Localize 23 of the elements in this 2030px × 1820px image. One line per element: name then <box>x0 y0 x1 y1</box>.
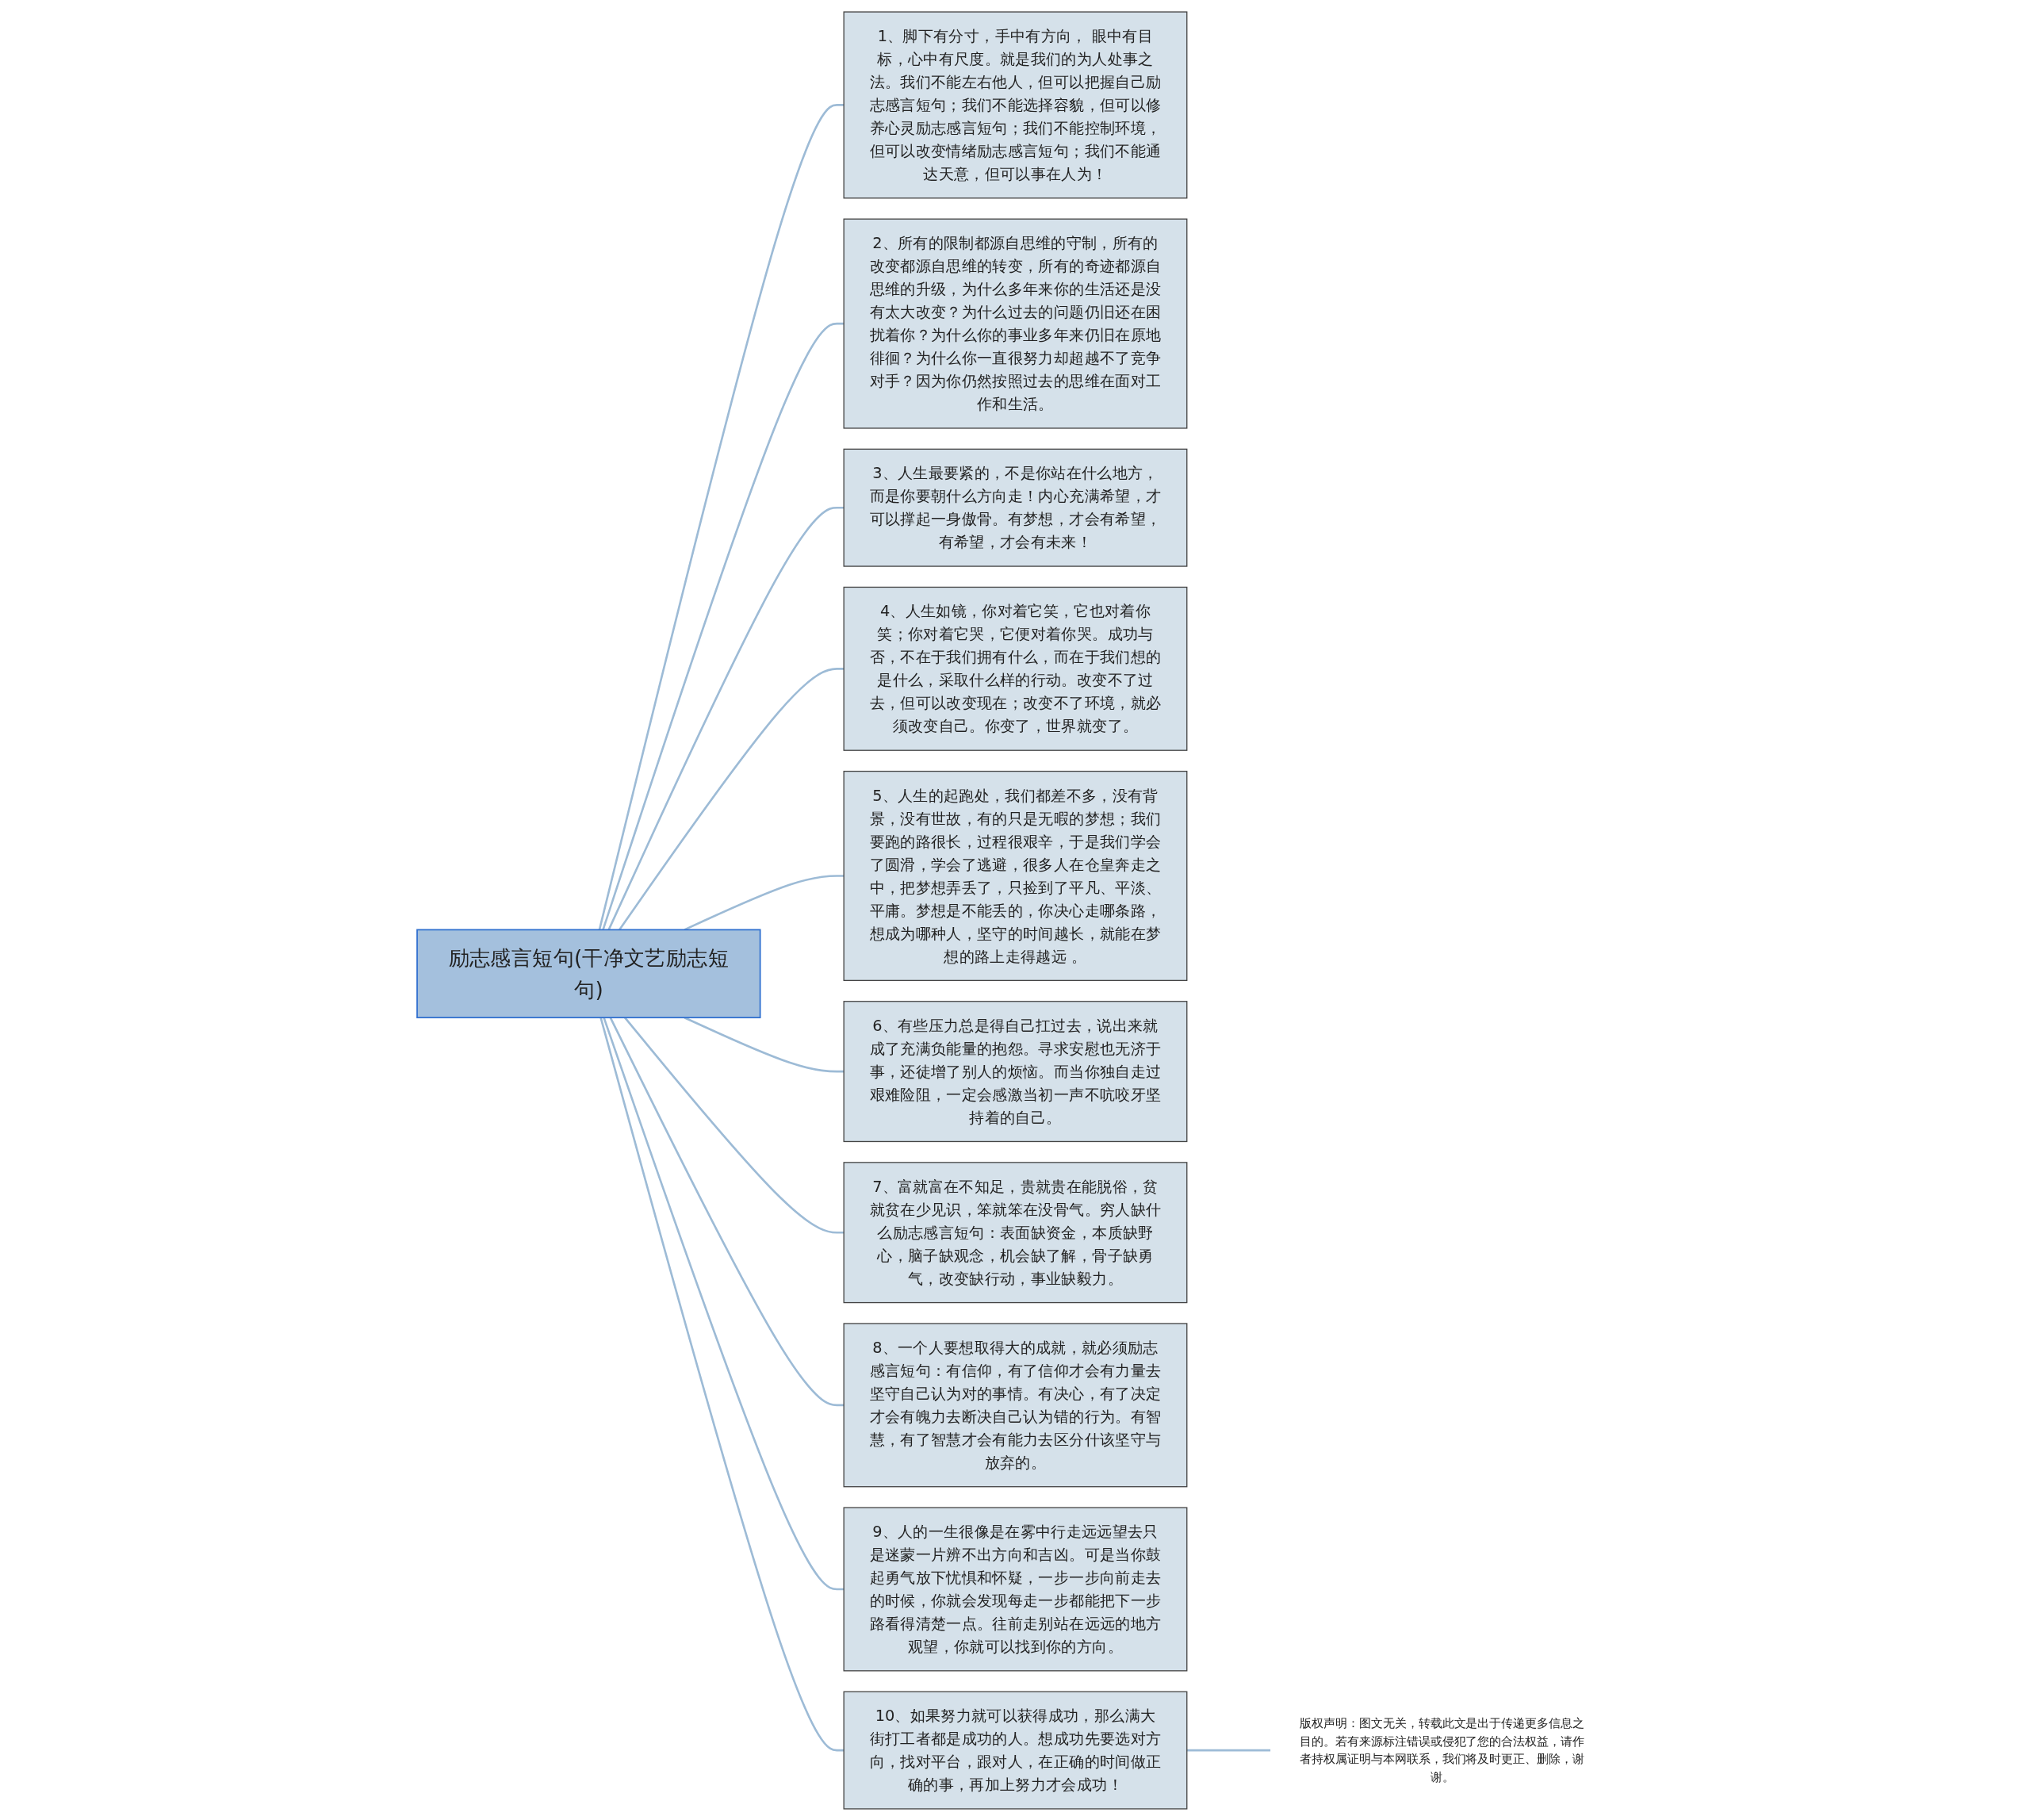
node-box <box>843 10 1187 198</box>
connector <box>599 1017 844 1751</box>
node-box <box>843 448 1187 567</box>
mind-map: 励志感言短句(干净文艺励志短句) 1、脚下有分寸，手中有方向， 眼中有目标，心中有尺度。就是我们的为人处事之法。我们不能左右他人，但可以把握自己励志感言短句；我们不能选择容貌，但可以修养心灵励志感言短句；我们不能控制环境，但可以改变情绪励志感言短句；我们不能通达天意，但可以事在人为！ 2、所有的限制都源自思维的守制，所有的改变都源自思维的转变，所有的奇迹都源自思维的升级，为什么多年来你的生活还是没有太大改变？为什么过去的问题仍旧还在困扰着你？为什么你的事业多年来仍旧在原地徘徊？为什么你一直很努力却超越不了竞争对手？因为你仍然按照过去的思维在面对工作和生活。 3、人生最要紧的，不是你站在什么地方，而是你要朝什么方向走！内心充满希望，才可以撑起一身傲骨。有梦想，才会有希望，有希望，才会有未来！ 4、人生如镜，你对着它笑，它也对着你笑；你对着它哭，它便对着你哭。成功与否，不在于我们拥有什么，而在于我们想的是什么，采取什么样的行动。改变不了过去，但可以改变现在；改变不了环境，就必须改变自己。你变了，世界就变了。 5、人生的起跑处，我们都差不多，没有背景，没有世故，有的只是无暇的梦想；我们要跑的路很长，过程很艰辛，于是我们学会了圆滑，学会了逃避，很多人在仓皇奔走之中，把梦想弄丢了，只捡到了平凡、平淡、平庸。梦想是不能丢的，你决心走哪条路，想成为哪种人，坚守的时间越长，就能在梦想的路上走得越远 。 6、有些压力总是得自己扛过去，说出来就成了充满负能量的抱怨。寻求安慰也无济于事，还徒增了别人的烦恼。而当你独自走过艰难险阻，一定会感激当初一声不吭咬牙坚持着的自己。 7、富就富在不知足，贵就贵在能脱俗，贫就贫在少见识，笨就笨在没骨气。穷人缺什么励志感言短句：表面缺资金，本质缺野心，脑子缺观念，机会缺了解，骨子缺勇气，改变缺行动，事业缺毅力。 8、一个人要想取得大的成就，就必须励志感言短句：有信仰，有了信仰才会有力量去坚守自己认为对的事情。有决心，有了决定才会有魄力去断决自己认为错的行为。有智慧，有了智慧才会有能力去区分什该坚守与放弃的。 9、人的一生很像是在雾中行走远远望去只是迷蒙一片辨不出方向和吉凶。可是当你鼓起勇气放下忧惧和怀疑，一步一步向前走去的时候，你就会发现每走一步都能把下一步路看得清楚一点。往前走别站在远远的地方观望，你就可以找到你的方向。 10、如果努力就可以获得成功，那么满大街打工者都是成功的人。想成功先要选对方向，找对平台，跟对人，在正确的时间做正确的事，再加上努力才会成功！ 版权声明：图文无关，转载此文是出于传递更多信息之目的。若有来源标注错误或侵犯了您的合法权益，请作者持权属证明与本网联系，我们将及时更正、删除，谢谢。 <box>411 6 1619 1814</box>
node-box <box>843 770 1187 981</box>
connector <box>602 1017 844 1590</box>
connector <box>607 506 844 930</box>
connector <box>609 1017 844 1406</box>
connector <box>623 1016 844 1234</box>
connector <box>618 667 844 930</box>
node-box <box>843 1506 1187 1671</box>
connector <box>601 322 844 930</box>
connector <box>1186 1749 1270 1751</box>
node-box <box>843 1000 1187 1142</box>
node-box <box>843 586 1187 751</box>
node-text: 版权声明：图文无关，转载此文是出于传递更多信息之目的。若有来源标注错误或侵犯了您的合法权益，请作者持权属证明与本网联系，我们将及时更正、删除，谢谢。 <box>1299 1715 1584 1784</box>
node-box <box>843 218 1187 429</box>
connector <box>684 1016 844 1072</box>
connector <box>598 103 844 930</box>
node-box <box>416 929 761 1018</box>
node-box <box>843 1322 1187 1487</box>
node-box <box>843 1691 1187 1810</box>
node-box <box>843 1161 1187 1303</box>
